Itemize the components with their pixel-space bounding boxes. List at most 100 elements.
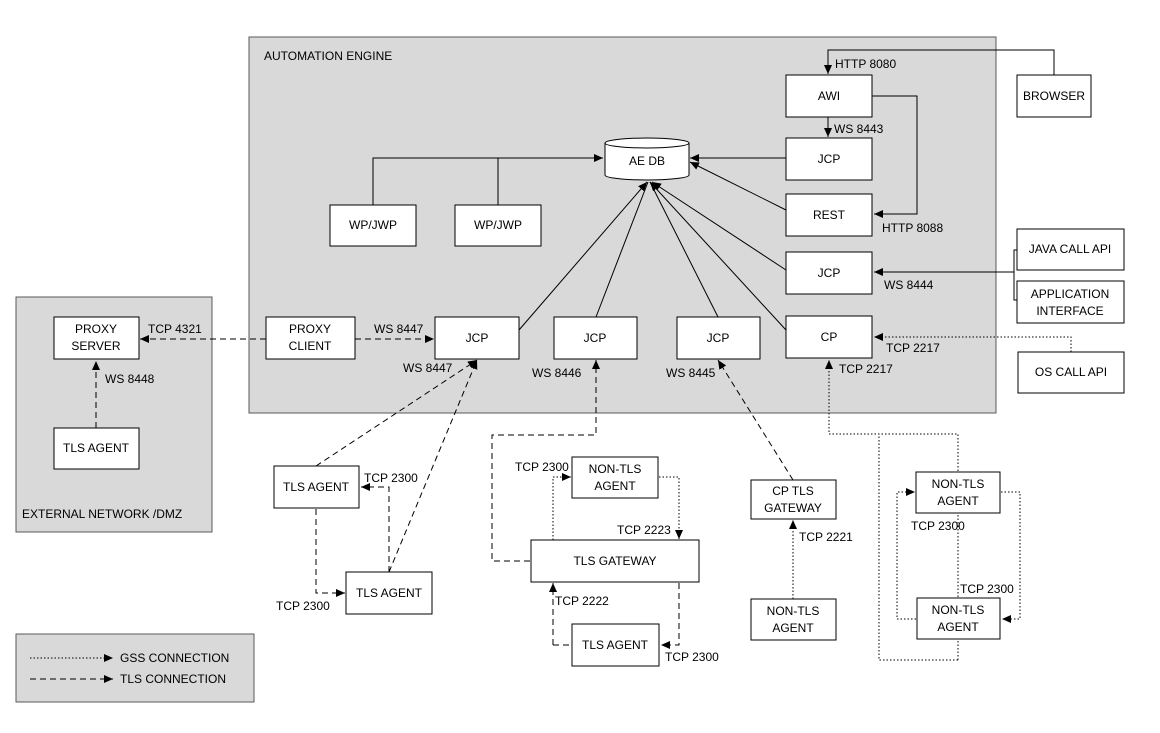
wp1-to-aedb-line [372, 154, 603, 205]
proxy-server-node: PROXY SERVER [53, 316, 140, 360]
svg-text:WP/JWP: WP/JWP [474, 218, 522, 232]
awi-node: AWI [785, 74, 873, 118]
browser-to-awi-line [824, 49, 1055, 96]
cp-tls-gateway-node: CP TLS GATEWAY [750, 479, 837, 520]
non-tls-agent-gw-node: NON-TLS AGENT [571, 456, 659, 499]
svg-text:TLS AGENT: TLS AGENT [356, 586, 423, 600]
svg-text:APPLICATION: APPLICATION [1031, 287, 1109, 301]
svg-text:AGENT: AGENT [937, 494, 979, 508]
svg-text:CP TLS: CP TLS [772, 484, 814, 498]
svg-text:JCP: JCP [584, 331, 607, 345]
jcp3-to-aedb-line [649, 181, 719, 318]
tls-agent-a-to-jcp1-line [315, 359, 478, 467]
port-ws-8447-jcp: WS 8447 [403, 361, 453, 375]
port-http-8080: HTTP 8080 [835, 57, 896, 71]
cp-tls-gateway-to-jcp3-line [717, 359, 794, 481]
port-tcp-2300-a: TCP 2300 [364, 471, 418, 485]
port-ws-8443: WS 8443 [834, 122, 884, 136]
port-tcp-2300-cp1: TCP 2300 [911, 519, 965, 533]
svg-text:GATEWAY: GATEWAY [764, 501, 822, 515]
svg-text:BROWSER: BROWSER [1023, 89, 1085, 103]
rest-to-aedb-line [689, 161, 787, 211]
jcp-java-node: JCP [785, 251, 873, 295]
port-ws-8447-client: WS 8447 [374, 322, 424, 336]
svg-text:PROXY: PROXY [75, 322, 117, 336]
legend-box [15, 633, 255, 703]
svg-text:REST: REST [813, 208, 846, 222]
cp-to-aedb-line [649, 181, 787, 331]
legend-gss-label: GSS CONNECTION [120, 651, 229, 665]
nontls-cp1-to-cp2-line [1001, 491, 1021, 623]
svg-text:TLS AGENT: TLS AGENT [283, 480, 350, 494]
svg-text:PROXY: PROXY [289, 322, 331, 336]
svg-text:AGENT: AGENT [594, 479, 636, 493]
nontls-cp2-to-cp1-line [896, 488, 916, 620]
cp-node: CP [785, 315, 873, 359]
port-tcp-2300-gw-bottom: TCP 2300 [665, 650, 719, 664]
svg-text:TLS GATEWAY: TLS GATEWAY [573, 554, 656, 568]
jcp-node-3: JCP [676, 316, 761, 360]
tls-gateway-to-jcp2-line [491, 360, 600, 562]
tls-agent-b-to-a-line [361, 483, 390, 572]
svg-text:NON-TLS: NON-TLS [767, 604, 820, 618]
port-tcp-2221: TCP 2221 [799, 530, 853, 544]
svg-text:JCP: JCP [466, 331, 489, 345]
port-ws-8448: WS 8448 [105, 372, 155, 386]
tls-agent-dmz-node: TLS AGENT [53, 427, 140, 470]
api-bracket-line [1013, 249, 1017, 301]
tls-agent-gw-node: TLS AGENT [571, 623, 660, 667]
automation-engine-label: AUTOMATION ENGINE [264, 49, 392, 63]
gateway-to-tls-agent-gw-line [661, 583, 680, 649]
browser-node: BROWSER [1016, 74, 1092, 118]
svg-text:JCP: JCP [707, 331, 730, 345]
svg-text:AGENT: AGENT [937, 620, 979, 634]
java-call-api-node: JAVA CALL API [1016, 228, 1125, 271]
svg-text:NON-TLS: NON-TLS [932, 603, 985, 617]
port-tcp-2217-out: TCP 2217 [839, 362, 893, 376]
non-tls-agent-cp2-node: NON-TLS AGENT [916, 597, 1001, 640]
jcp1-to-aedb-line [518, 181, 648, 331]
port-tcp-2300-cp2: TCP 2300 [960, 582, 1014, 596]
port-ws-8446: WS 8446 [532, 366, 582, 380]
proxy-client-node: PROXY CLIENT [265, 316, 356, 360]
port-tcp-2223: TCP 2223 [617, 523, 671, 537]
svg-text:NON-TLS: NON-TLS [932, 477, 985, 491]
external-network-label: EXTERNAL NETWORK /DMZ [22, 507, 182, 521]
svg-text:JCP: JCP [818, 152, 841, 166]
nontls-agents-to-cp-line [825, 360, 959, 660]
svg-text:INTERFACE: INTERFACE [1036, 304, 1103, 318]
jcp2-to-aedb-line [595, 181, 649, 318]
os-call-api-node: OS CALL API [1017, 351, 1125, 394]
jcp-node-1: JCP [434, 316, 520, 360]
tls-agent-b-node: TLS AGENT [345, 571, 433, 615]
wp-jwp-node-2: WP/JWP [454, 204, 542, 247]
svg-text:JAVA CALL API: JAVA CALL API [1029, 242, 1112, 256]
svg-text:TLS AGENT: TLS AGENT [582, 638, 649, 652]
svg-text:SERVER: SERVER [71, 339, 120, 353]
port-ws-8444: WS 8444 [884, 278, 934, 292]
tls-agent-a-to-b-line [315, 509, 345, 597]
port-tcp-2222: TCP 2222 [555, 594, 609, 608]
svg-text:OS CALL API: OS CALL API [1035, 365, 1107, 379]
awi-to-rest-line [872, 95, 918, 218]
port-tcp-2217-in: TCP 2217 [886, 341, 940, 355]
ae-db-node: AE DB [604, 137, 690, 181]
port-tcp-2300-gw-top: TCP 2300 [515, 460, 569, 474]
svg-text:WP/JWP: WP/JWP [349, 218, 397, 232]
port-ws-8445: WS 8445 [666, 366, 716, 380]
svg-text:TLS AGENT: TLS AGENT [63, 441, 130, 455]
port-http-8088: HTTP 8088 [882, 221, 943, 235]
jcp-java-to-aedb-line [651, 181, 787, 271]
jcp-top-node: JCP [785, 137, 873, 181]
wp-jwp-node-1: WP/JWP [329, 204, 417, 247]
ae-db-label: AE DB [629, 154, 665, 168]
svg-text:NON-TLS: NON-TLS [589, 462, 642, 476]
tls-agent-b-to-jcp1-line [388, 359, 478, 573]
svg-text:CP: CP [821, 330, 838, 344]
svg-text:CLIENT: CLIENT [289, 339, 332, 353]
gateway-to-nontls-line [552, 473, 571, 540]
tls-gateway-node: TLS GATEWAY [530, 539, 700, 583]
legend-tls-label: TLS CONNECTION [120, 672, 226, 686]
svg-text:JCP: JCP [818, 266, 841, 280]
